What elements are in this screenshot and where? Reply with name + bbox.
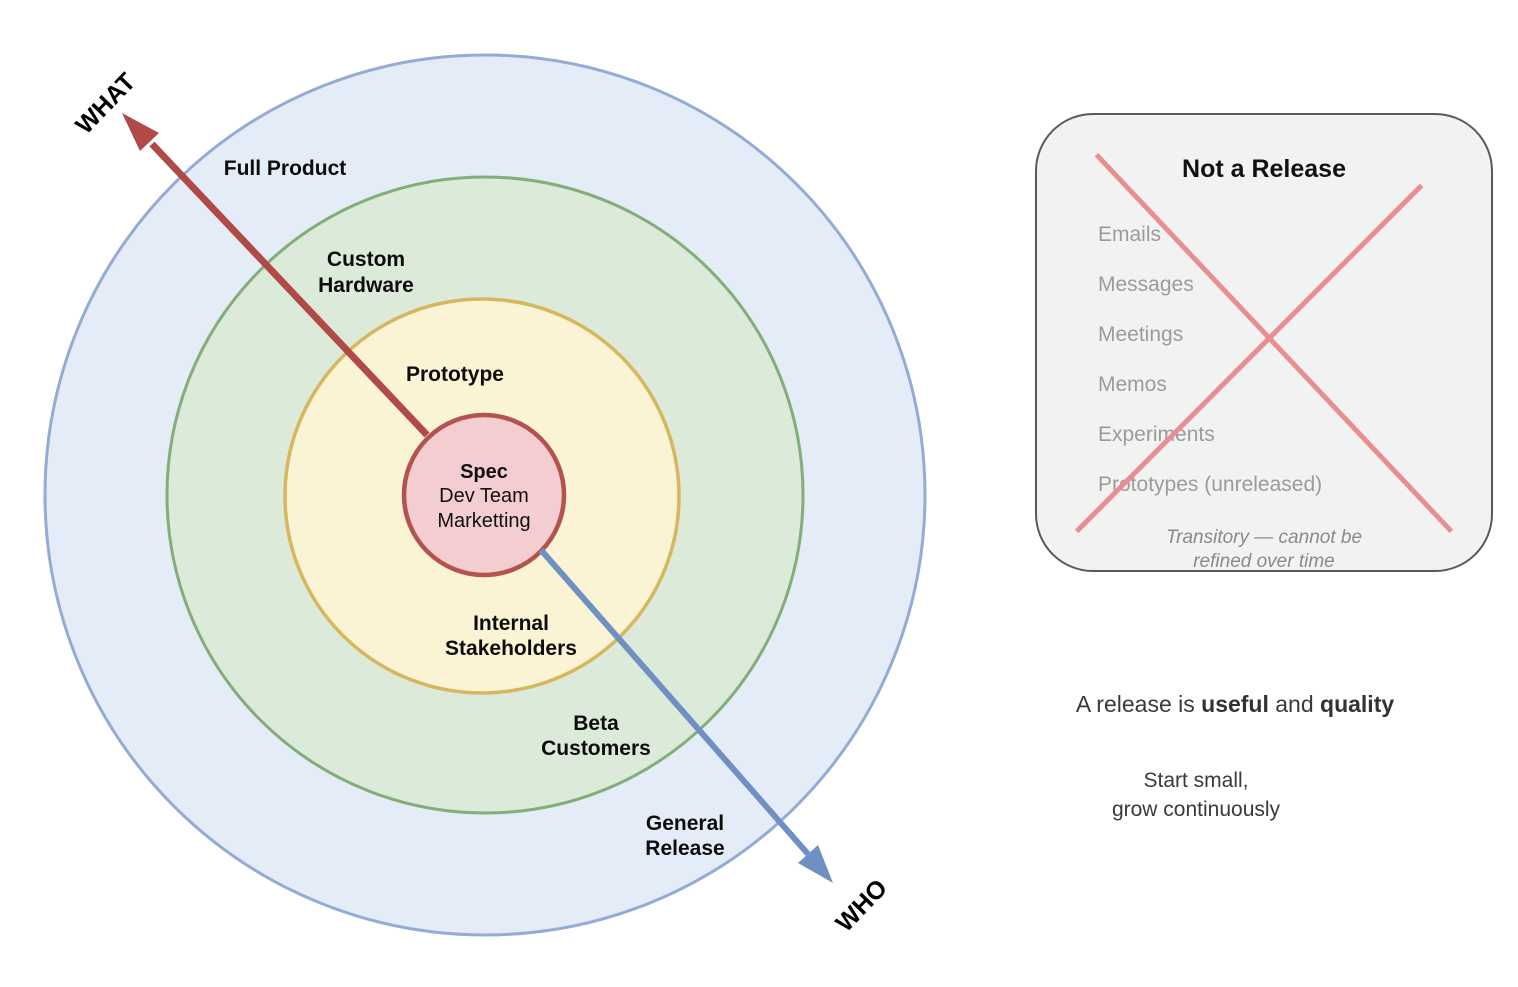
- ring-label-internal-line1: Internal: [473, 612, 549, 635]
- transitory-note: Transitory — cannot be refined over time: [1037, 526, 1491, 574]
- ring-label-prototype: Prototype: [406, 363, 504, 386]
- start-small-line1: Start small,: [1143, 769, 1249, 792]
- center-label-dev-team: Dev Team: [439, 485, 529, 507]
- who-arrowhead-icon: [798, 845, 833, 883]
- release-rings-diagram: WHAT WHO Full Product Custom Hardware Pr…: [43, 53, 927, 937]
- center-label-marketting: Marketting: [437, 510, 530, 532]
- not-a-release-item-experiments: Experiments: [1098, 423, 1215, 446]
- ring-label-beta-line1: Beta: [573, 712, 619, 735]
- not-a-release-item-prototypes: Prototypes (unreleased): [1098, 473, 1323, 496]
- ring-label-general-line2: Release: [645, 837, 724, 860]
- release-definition-useful: useful: [1201, 691, 1269, 717]
- ring-label-internal-line2: Stakeholders: [445, 637, 577, 660]
- who-axis-label: WHO: [830, 874, 893, 937]
- transitory-note-line1: Transitory — cannot be: [1165, 527, 1363, 548]
- transitory-note-line2: refined over time: [1193, 551, 1335, 572]
- not-a-release-item-emails: Emails: [1098, 223, 1162, 246]
- ring-label-full-product: Full Product: [224, 157, 347, 180]
- not-a-release-title: Not a Release: [1182, 155, 1346, 183]
- what-arrowhead-icon: [122, 113, 159, 151]
- center-label-spec: Spec: [460, 461, 508, 483]
- release-definition-prefix: A release is: [1075, 691, 1202, 717]
- not-a-release-item-messages: Messages: [1098, 273, 1194, 296]
- start-small-text: Start small, grow continuously: [1040, 766, 1352, 824]
- not-a-release-item-meetings: Meetings: [1098, 323, 1184, 346]
- what-axis-arrow: [149, 141, 430, 438]
- ring-label-custom-hardware-line1: Custom: [327, 248, 405, 271]
- ring-label-beta-line2: Customers: [541, 737, 651, 760]
- who-axis-arrow: [538, 548, 811, 856]
- ring-label-custom-hardware-line2: Hardware: [318, 274, 414, 297]
- not-a-release-item-memos: Memos: [1098, 373, 1167, 396]
- not-a-release-panel: Not a Release Emails Messages Meetings M…: [1035, 113, 1493, 572]
- release-definition-text: A release is useful and quality: [1035, 689, 1435, 719]
- release-definition-mid: and: [1268, 691, 1321, 717]
- not-a-release-list: Emails Messages Meetings Memos Experimen…: [1098, 210, 1322, 510]
- start-small-line2: grow continuously: [1111, 798, 1281, 821]
- ring-label-general-line1: General: [646, 812, 724, 835]
- release-definition-quality: quality: [1320, 691, 1395, 717]
- ring-spec-center: [401, 412, 567, 578]
